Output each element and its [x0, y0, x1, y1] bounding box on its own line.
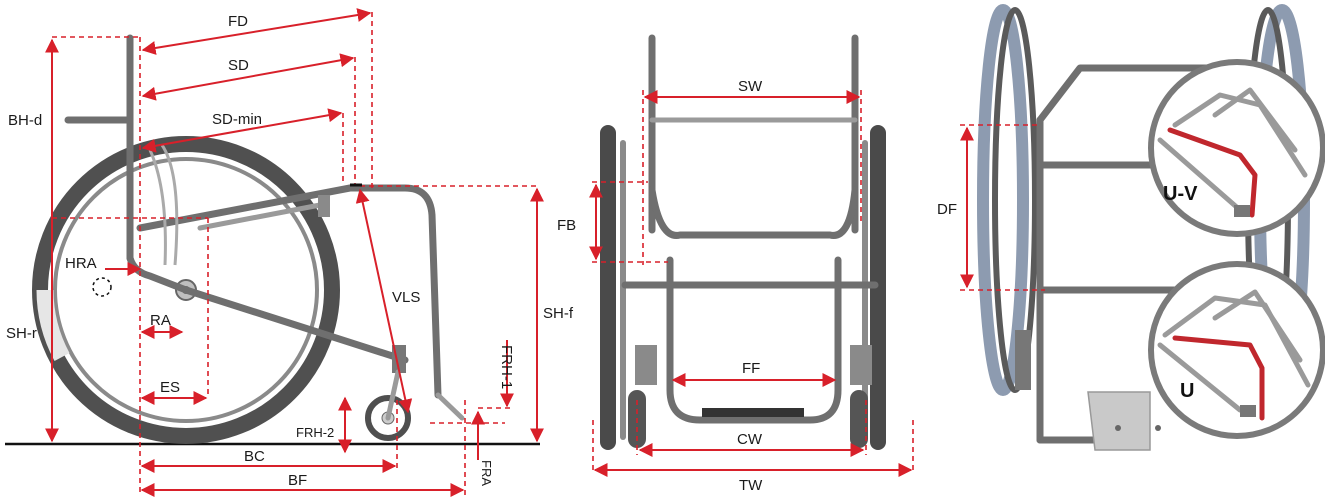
- side-view: FD SD SD-min BH-d HRA SH-r RA ES VLS SH-…: [5, 8, 574, 497]
- label-fra: FRA: [479, 460, 494, 486]
- label-frh-1: FRH-1: [498, 345, 515, 389]
- label-fb: FB: [557, 217, 576, 234]
- label-hra: HRA: [65, 255, 97, 272]
- label-bc: BC: [244, 448, 265, 465]
- label-ra: RA: [150, 312, 171, 329]
- top-view: DF U-V U: [937, 4, 1325, 451]
- front-view: SW FB FF CW TW: [557, 34, 914, 494]
- label-u-v: U-V: [1163, 183, 1198, 205]
- label-cw: CW: [737, 431, 763, 448]
- side-dimension-arrows: [45, 8, 544, 497]
- label-vls: VLS: [392, 289, 420, 306]
- label-frh-2: FRH-2: [296, 425, 334, 440]
- front-dimension-arrows: [589, 90, 913, 477]
- label-sh-f: SH-f: [543, 305, 574, 322]
- left-hand-rim: [977, 4, 1029, 396]
- front-dashed-guides: [592, 90, 914, 472]
- right-caster: [850, 390, 868, 448]
- label-u: U: [1180, 380, 1194, 402]
- label-sh-r: SH-r: [6, 325, 37, 342]
- label-sd-min: SD-min: [212, 111, 262, 128]
- label-bf: BF: [288, 472, 307, 489]
- hub-position-marker: [92, 277, 112, 297]
- label-tw: TW: [739, 477, 763, 494]
- label-bh-d: BH-d: [8, 112, 42, 129]
- label-es: ES: [160, 379, 180, 396]
- inset-u: U: [1148, 261, 1325, 439]
- side-frame: [64, 34, 465, 421]
- label-fd: FD: [228, 13, 248, 30]
- inset-u-v: U-V: [1148, 59, 1325, 237]
- label-sw: SW: [738, 78, 763, 95]
- top-frame: [1015, 64, 1234, 451]
- label-df: DF: [937, 201, 957, 218]
- right-rear-tire: [870, 125, 886, 450]
- label-ff: FF: [742, 360, 760, 377]
- front-frame: [621, 34, 879, 424]
- label-sd: SD: [228, 57, 249, 74]
- left-rear-tire: [600, 125, 616, 450]
